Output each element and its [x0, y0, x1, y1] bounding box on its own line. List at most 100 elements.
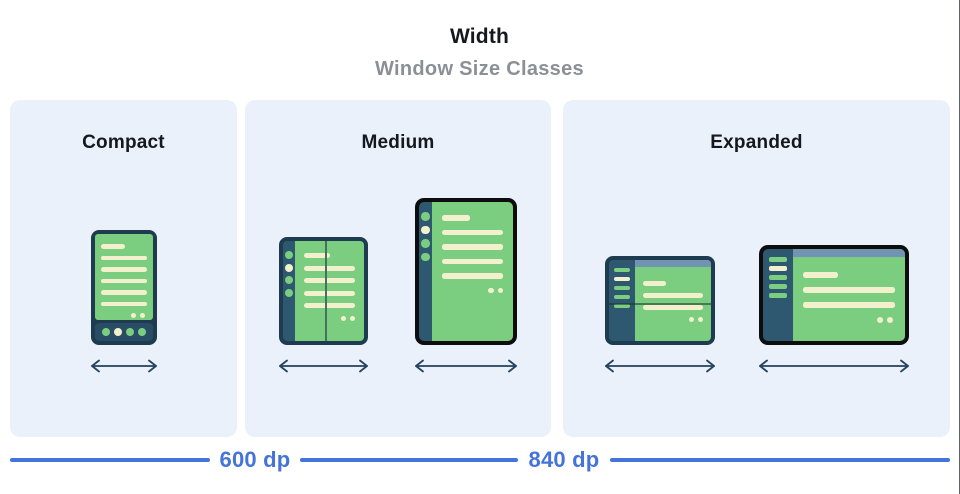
- diagram-subtitle: Window Size Classes: [375, 58, 584, 80]
- tablet-landscape-illustration: [758, 245, 909, 345]
- menu-item-bar: [768, 257, 787, 262]
- text-line: [802, 272, 838, 278]
- device-tablet-landscape: [757, 245, 911, 374]
- app-bar: [792, 249, 905, 257]
- panel-medium-devices: [245, 198, 551, 374]
- nav-dot: [421, 225, 430, 234]
- dot-row: [643, 317, 703, 322]
- width-arrow-icon: [604, 359, 715, 373]
- content-area: [792, 249, 905, 341]
- text-line: [442, 244, 503, 250]
- dot: [697, 317, 703, 322]
- dot-row: [304, 315, 355, 321]
- menu-item-bar: [768, 284, 787, 289]
- text-line: [442, 273, 503, 279]
- text-line: [442, 229, 503, 235]
- nav-dot: [101, 328, 110, 336]
- dot-row: [101, 313, 147, 318]
- menu-item-bar: [613, 304, 630, 308]
- menu-item-bar: [613, 277, 630, 281]
- breakpoint-line-segment: [300, 458, 518, 462]
- nav-bar: [94, 323, 153, 341]
- nav-dot: [421, 212, 430, 221]
- text-line: [100, 267, 147, 272]
- diagram-header: Width Window Size Classes: [0, 25, 959, 81]
- diagram-title: Width: [449, 25, 510, 48]
- device-foldable-landscape: [603, 256, 717, 374]
- device-tablet-portrait: [413, 198, 519, 374]
- foldable-landscape-illustration: [604, 256, 715, 345]
- foldable-illustration: [279, 237, 368, 345]
- dot: [350, 315, 355, 321]
- content-area: [634, 260, 711, 341]
- device-phone-portrait: [89, 230, 159, 374]
- dot: [341, 315, 346, 321]
- text-line: [442, 258, 503, 264]
- text-line: [304, 290, 355, 296]
- width-arrow-icon: [758, 359, 909, 373]
- breakpoint-600dp-label: 600 dp: [219, 447, 291, 472]
- panel-compact-label: Compact: [82, 132, 165, 153]
- breakpoint-line-segment: [10, 458, 210, 462]
- text-line: [442, 215, 470, 221]
- nav-dot: [137, 328, 146, 336]
- tablet-illustration: [415, 198, 517, 345]
- nav-rail: [419, 202, 432, 341]
- device-screen: [419, 202, 513, 341]
- nav-dot: [125, 328, 134, 336]
- breakpoint-840dp-label: 840 dp: [528, 447, 600, 472]
- dot: [876, 317, 883, 323]
- sidebar-menu: [762, 249, 793, 341]
- dot: [130, 313, 136, 318]
- device-screen: [94, 234, 153, 320]
- content-area: [432, 202, 513, 341]
- width-arrow-icon: [415, 359, 517, 373]
- text-line: [100, 255, 147, 260]
- content-body: [635, 267, 711, 322]
- dot-row: [803, 317, 895, 323]
- text-line: [100, 290, 147, 295]
- nav-dot: [285, 288, 293, 297]
- text-line: [100, 301, 147, 306]
- dot: [886, 317, 893, 323]
- nav-dot: [285, 263, 293, 272]
- menu-item-bar: [768, 293, 787, 298]
- nav-rail: [283, 241, 295, 341]
- dot: [139, 313, 145, 318]
- dot: [497, 287, 503, 293]
- nav-dot: [421, 239, 430, 248]
- text-line: [642, 293, 703, 298]
- dot: [688, 317, 694, 322]
- device-screen: [283, 241, 364, 341]
- breakpoint-line-segment: [610, 458, 950, 462]
- dot-row: [442, 287, 503, 293]
- nav-dot: [421, 252, 430, 261]
- phone-illustration: [90, 230, 157, 345]
- text-line: [642, 281, 666, 286]
- text-line: [304, 303, 355, 308]
- panel-expanded-devices: [563, 245, 950, 374]
- text-line: [100, 244, 125, 249]
- text-line: [304, 253, 330, 258]
- panel-compact-devices: [10, 230, 237, 374]
- text-line: [642, 305, 703, 310]
- fold-crease: [325, 241, 328, 341]
- menu-item-bar: [613, 295, 630, 299]
- device-screen: [762, 249, 905, 341]
- panel-expanded: Expanded: [563, 100, 950, 437]
- text-line: [802, 287, 895, 293]
- text-line: [802, 302, 895, 308]
- text-line: [304, 265, 355, 271]
- nav-dot: [285, 251, 293, 259]
- nav-dot: [285, 276, 293, 284]
- dot: [488, 287, 494, 293]
- panel-expanded-label: Expanded: [710, 132, 803, 153]
- content-body: [793, 257, 905, 323]
- content-area: [295, 241, 364, 341]
- device-screen: [608, 260, 711, 341]
- app-bar: [634, 260, 711, 267]
- panel-medium-label: Medium: [361, 132, 435, 153]
- panel-medium: Medium: [245, 100, 551, 437]
- menu-item-bar: [613, 286, 630, 290]
- text-line: [100, 278, 147, 283]
